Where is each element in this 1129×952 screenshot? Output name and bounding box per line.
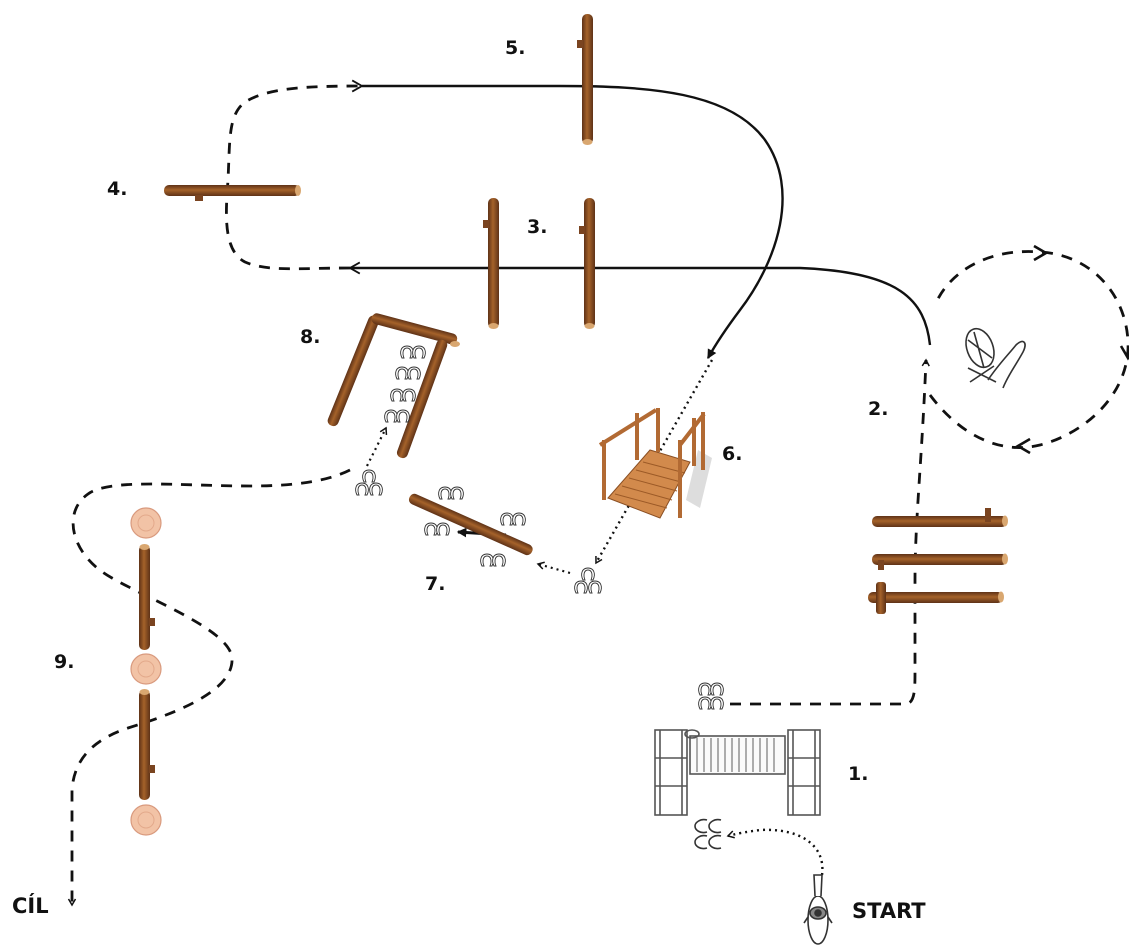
horseshoe-pair-icon [396,367,421,379]
obstacle-9-slalom [130,507,162,836]
route-through-obstacle-3 [348,261,932,346]
horseshoe-pair-icon [481,554,506,566]
obstacle-7-log [408,493,533,556]
horseshoe-pair-icon [425,523,450,535]
route-through-obstacle-5 [362,84,784,360]
obstacle-8-logs [327,313,460,459]
course-route [67,79,1129,907]
label-finish: CÍL [12,893,49,918]
route-around-obstacle-4 [225,79,364,271]
horseshoe-pair-icon [501,513,526,525]
label-obstacle-4: 4. [107,178,127,200]
obstacle-1-gate [654,729,821,816]
obstacle-4-log [164,185,301,201]
horseshoe-pair-icon [385,410,410,422]
horseshoe-pair-icon [575,568,602,593]
obstacle-5-log [577,14,593,145]
circle-arrowheads [1015,244,1129,455]
obstacle-3-logs [483,198,595,329]
label-obstacle-3: 3. [527,216,547,238]
route-start-to-gate [726,828,824,876]
horseshoe-pair-icon [439,487,464,499]
horseshoe-pair-icon [694,818,722,850]
label-start: START [852,899,926,923]
horseshoe-pair-icon [356,470,383,495]
horseshoe-pair-icon [391,389,416,401]
route-circle-obstacle-2 [928,250,1129,449]
obstacle-6-bridge [598,408,712,519]
label-obstacle-2: 2. [868,398,888,420]
label-obstacle-5: 5. [505,37,525,59]
horseshoe-pair-icon [699,683,724,709]
label-obstacle-1: 1. [848,763,868,785]
rider-on-horse-icon [803,874,833,945]
route-gate-to-poles [730,358,930,706]
label-obstacle-9: 9. [54,651,74,673]
obstacle-2-poles [868,508,1008,614]
label-obstacle-8: 8. [300,326,320,348]
route-shoes-to-obstacle-8 [366,426,388,467]
label-obstacle-6: 6. [722,443,742,465]
horseshoe-pair-icon [401,346,426,358]
label-obstacle-7: 7. [425,573,445,595]
lasso-rope-icon [965,327,1026,389]
route-shoes-to-log-7 [536,561,571,575]
route-slalom-to-finish [67,468,351,907]
